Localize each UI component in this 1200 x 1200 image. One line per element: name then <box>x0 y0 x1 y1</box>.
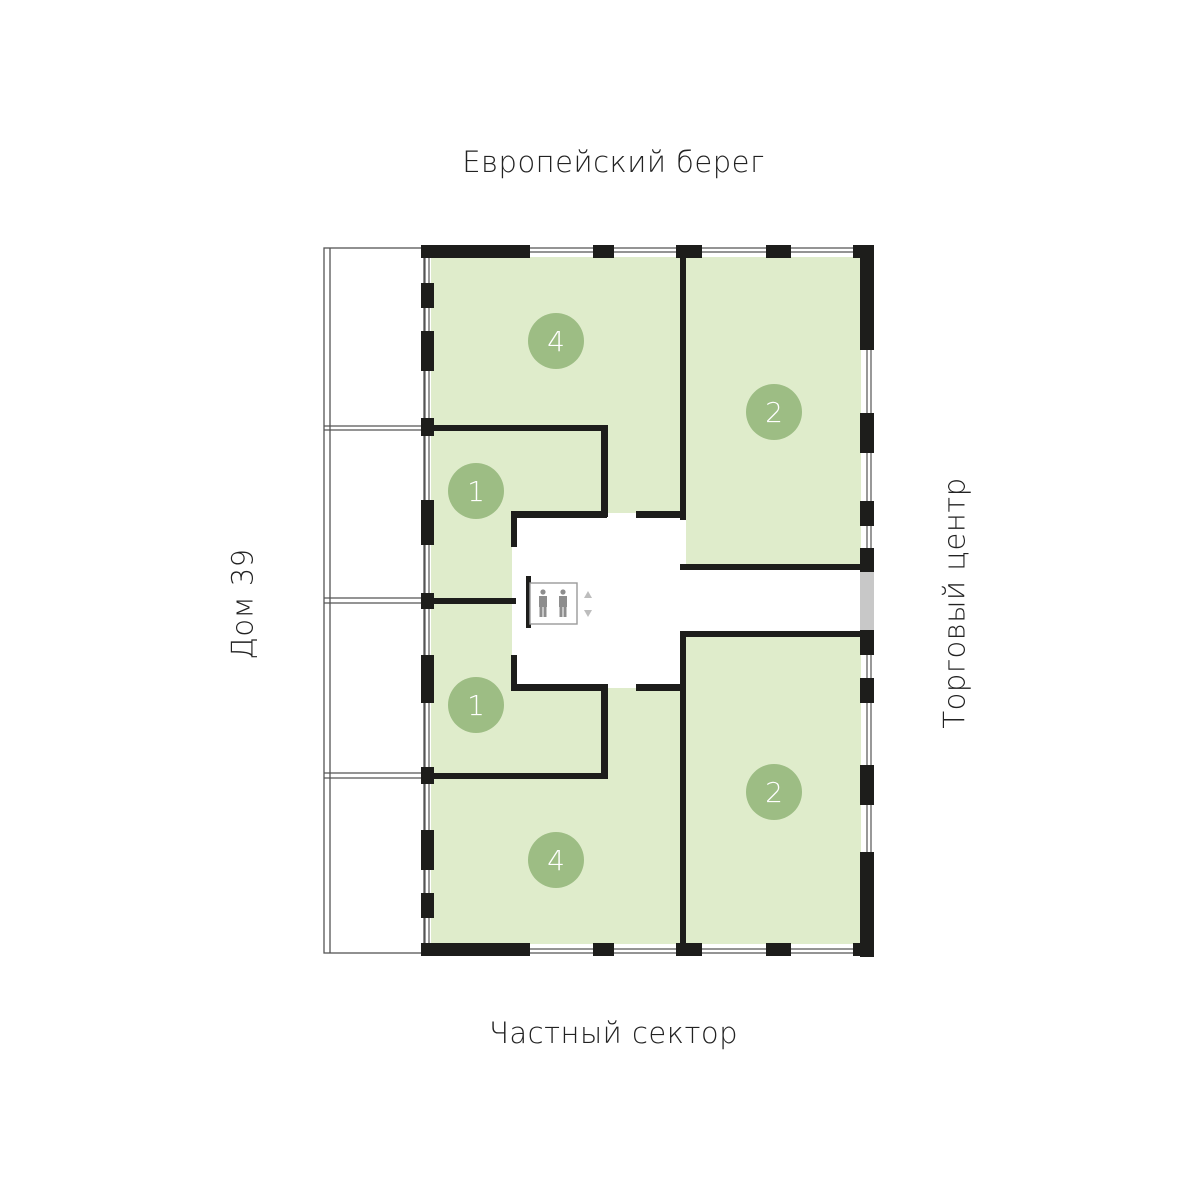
surrounding-top-label: Европейский берег <box>462 145 765 179</box>
room-badges: 4 2 1 1 4 2 <box>448 313 802 888</box>
room-count: 1 <box>467 475 485 508</box>
apartment-area-top-left[interactable] <box>431 257 683 513</box>
corridor-exit <box>860 572 874 630</box>
room-count: 1 <box>467 689 485 722</box>
surrounding-bottom-label: Частный сектор <box>488 1016 739 1050</box>
room-badge-mid-upper[interactable]: 1 <box>448 463 504 519</box>
room-badge-bottom-right[interactable]: 2 <box>746 764 802 820</box>
outer-walls <box>421 245 874 957</box>
room-count: 2 <box>765 396 783 429</box>
room-badge-bottom-left[interactable]: 4 <box>528 832 584 888</box>
room-count: 2 <box>765 776 783 809</box>
apartment-area-bottom-left[interactable] <box>431 688 683 944</box>
elevator-icon <box>529 582 592 625</box>
room-badge-top-right[interactable]: 2 <box>746 384 802 440</box>
balconies <box>323 247 425 954</box>
room-count: 4 <box>547 325 565 358</box>
room-badge-top-left[interactable]: 4 <box>528 313 584 369</box>
room-count: 4 <box>547 844 565 877</box>
interior-walls <box>431 255 862 946</box>
room-badge-mid-lower[interactable]: 1 <box>448 677 504 733</box>
